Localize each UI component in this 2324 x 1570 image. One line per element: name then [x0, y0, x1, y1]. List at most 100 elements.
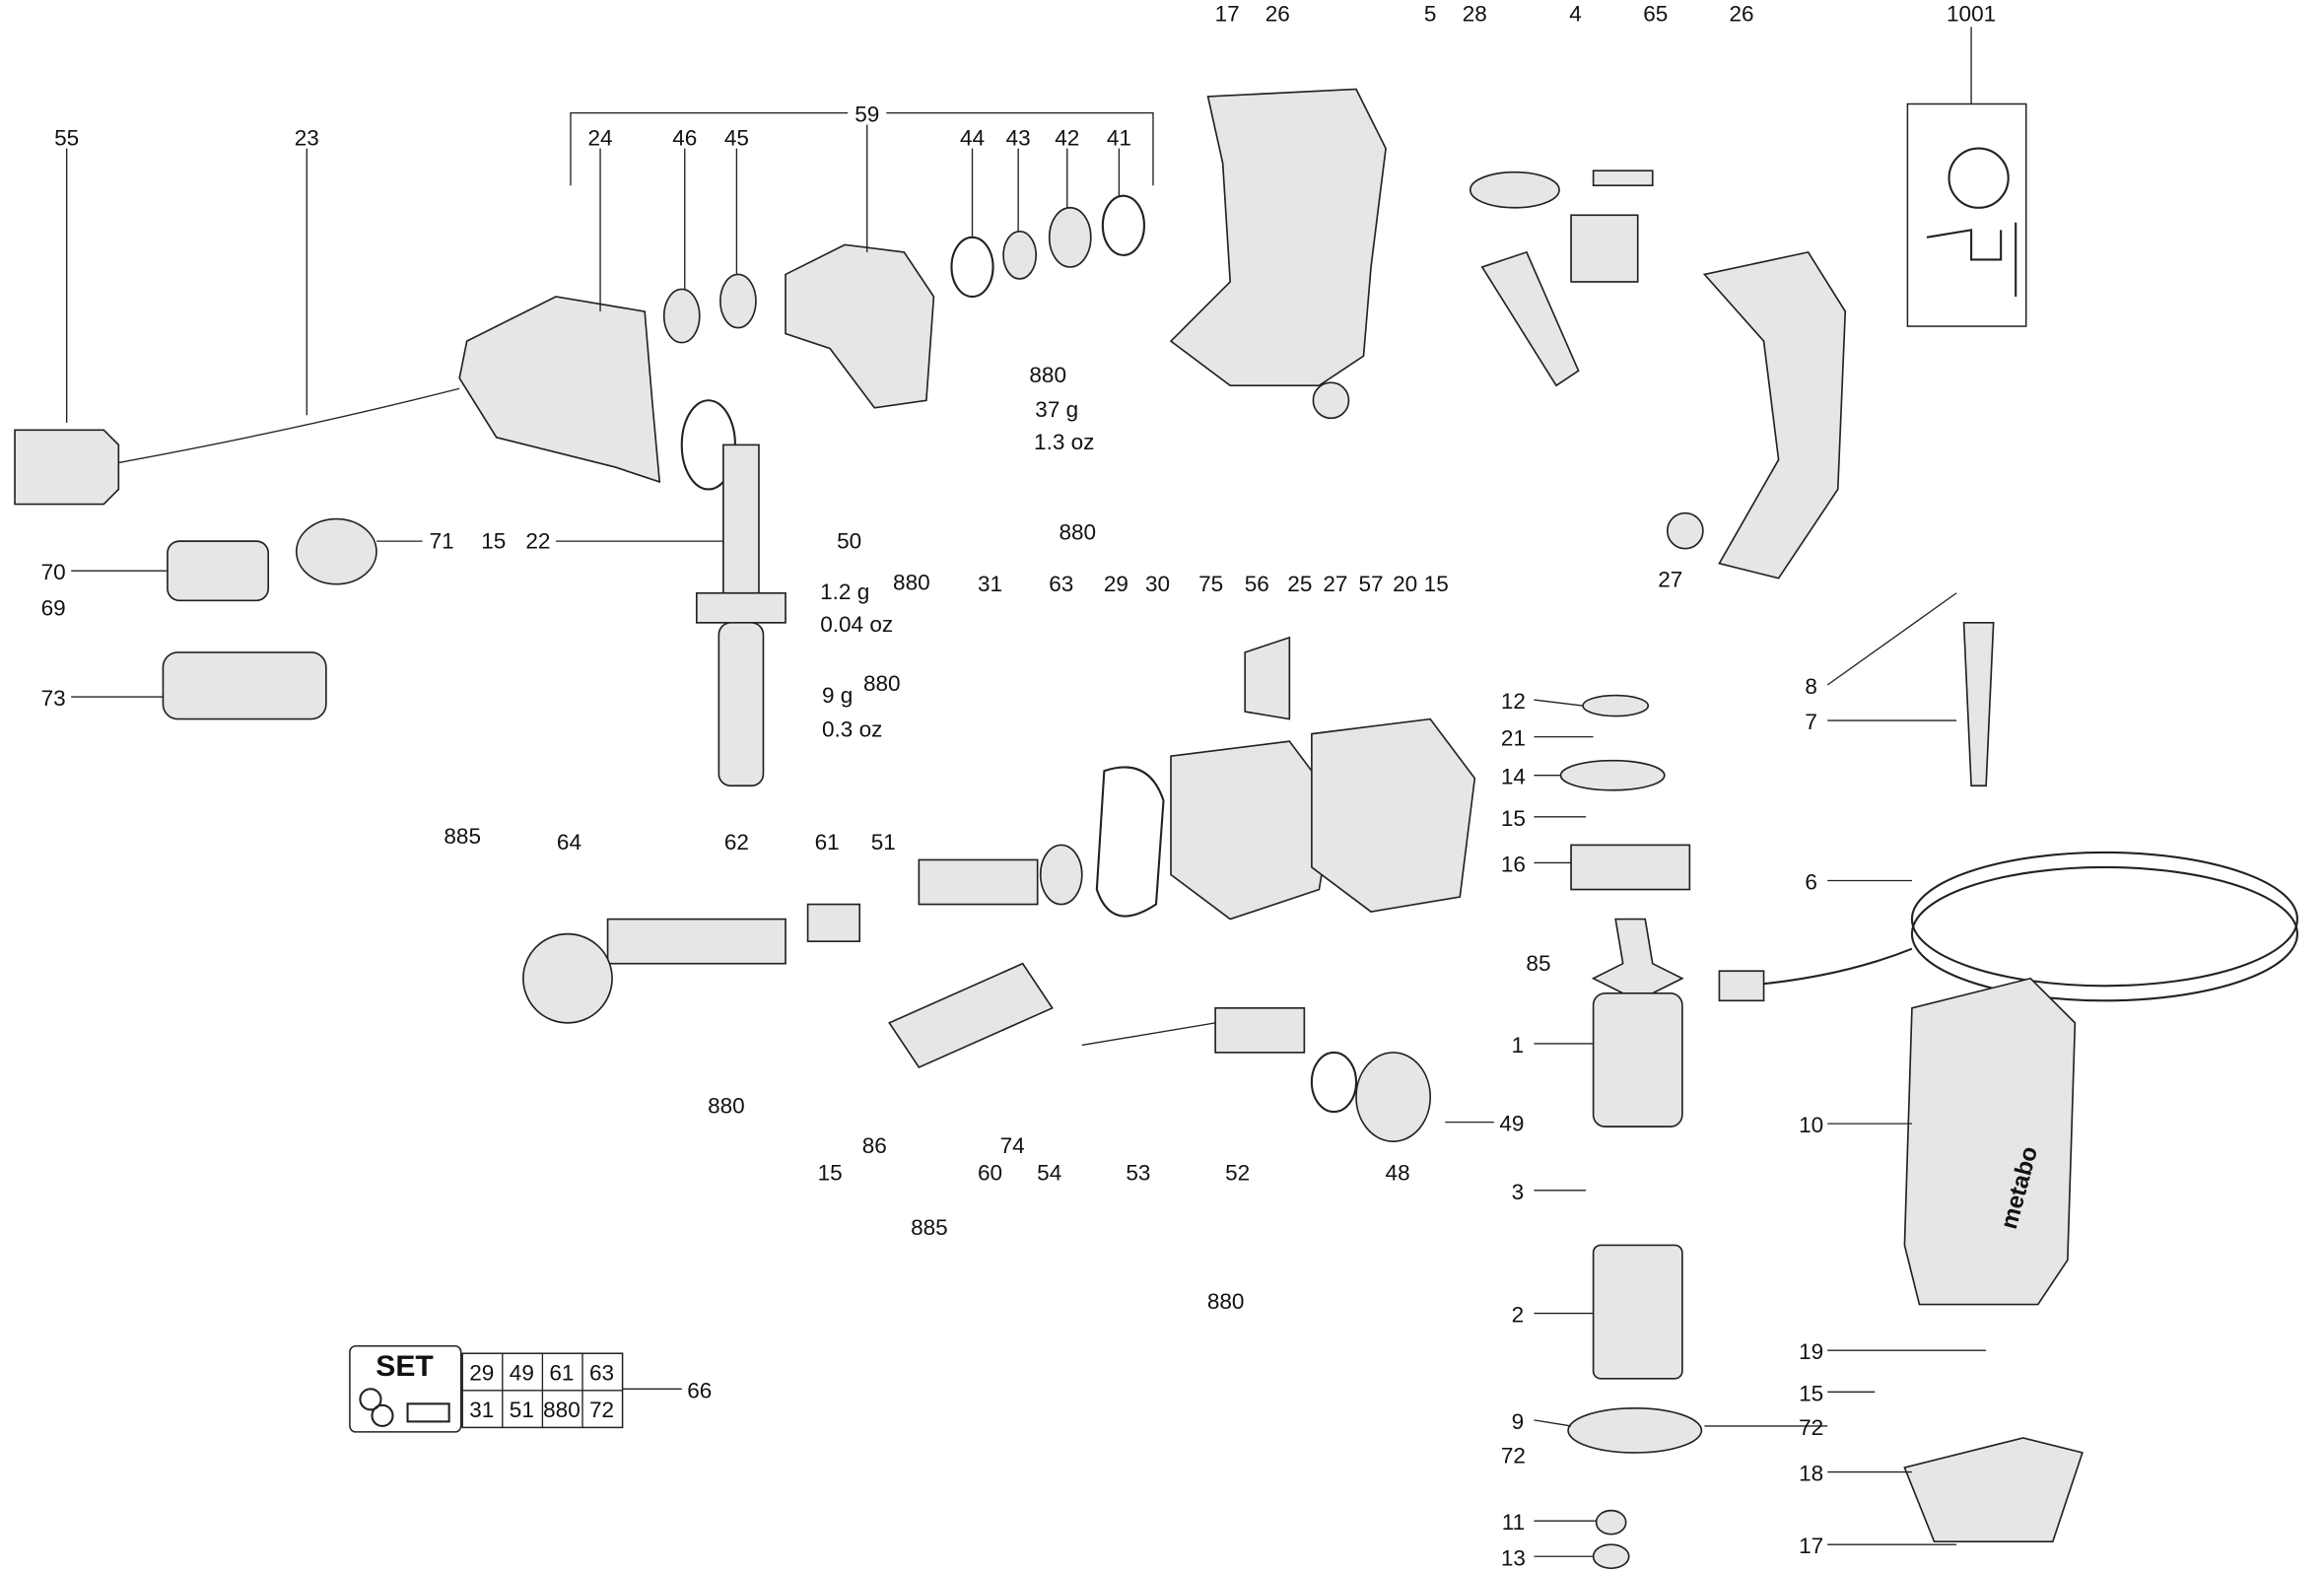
callout-label: 55 — [54, 126, 79, 151]
part-gear-64 — [522, 932, 613, 1024]
callout-label: 24 — [588, 126, 613, 151]
callout-label: 15 — [1501, 806, 1526, 831]
callout-label: 51 — [871, 830, 896, 854]
callout-label: 9 — [1512, 1409, 1525, 1434]
part-o-ring — [1310, 1051, 1358, 1114]
callout-label: 15 — [818, 1160, 843, 1185]
part-sleeve-45 — [719, 273, 757, 329]
callout-label: 69 — [41, 595, 66, 620]
callout-label: 54 — [1037, 1160, 1061, 1185]
callout-label: 7 — [1805, 710, 1817, 734]
callout-label: 880 — [708, 1094, 745, 1119]
callout-label: 23 — [295, 126, 319, 151]
callout-label: 8 — [1805, 674, 1817, 699]
callout-label: 86 — [862, 1133, 887, 1158]
part-rod-53 — [1081, 1022, 1216, 1047]
part-screw-65 — [1592, 170, 1654, 187]
callout-label: 27 — [1323, 572, 1347, 596]
callout-label: 2 — [1512, 1303, 1525, 1328]
part-adapter-71 — [295, 517, 377, 585]
callout-label: 41 — [1107, 126, 1131, 151]
callout-label: 14 — [1501, 765, 1526, 789]
callout-label: 15 — [1424, 572, 1449, 596]
callout-label: 1 — [1512, 1033, 1525, 1058]
part-plate-14 — [1559, 759, 1666, 791]
part-motor-housing-10 — [1903, 977, 2077, 1306]
callout-label: 85 — [1526, 951, 1550, 976]
callout-label: 15 — [1799, 1381, 1823, 1405]
callout-label: 26 — [1729, 1, 1753, 26]
part-side-handle-22 — [680, 399, 786, 787]
weight-label: 37 g — [1035, 397, 1078, 422]
callout-label: 18 — [1799, 1462, 1823, 1486]
callout-label: 66 — [687, 1378, 712, 1402]
part-bearing-63 — [1039, 844, 1083, 906]
part-27b — [1666, 512, 1704, 550]
callout-label: 880 — [1029, 363, 1066, 387]
part-gasket-29 — [1095, 766, 1165, 918]
callout-label: 49 — [1499, 1112, 1524, 1136]
callout-label: 29 — [1104, 572, 1128, 596]
callout-label: 885 — [911, 1215, 948, 1240]
callout-label: 6 — [1805, 870, 1817, 895]
callout-label: 43 — [1006, 126, 1031, 151]
callout-label: 60 — [978, 1160, 1002, 1185]
set-cell: 29 — [469, 1360, 494, 1385]
set-cell: 31 — [469, 1398, 494, 1422]
part-intermediate-flange-75 — [1170, 740, 1335, 921]
callout-label: 70 — [41, 560, 66, 584]
part-armature-1 — [1592, 991, 1683, 1127]
callout-label: 880 — [863, 671, 901, 696]
callout-label: 27 — [1658, 568, 1682, 592]
callout-label: 64 — [557, 830, 581, 854]
set-cell: 72 — [589, 1398, 614, 1422]
callout-label: 72 — [1799, 1415, 1823, 1440]
set-badge: SET — [376, 1350, 434, 1383]
weight-label: 9 g — [822, 683, 853, 708]
part-gear-housing-24 — [458, 296, 661, 484]
part-trigger-5 — [1480, 250, 1580, 387]
group-bracket-59 — [570, 111, 1154, 186]
callout-label: 21 — [1501, 726, 1526, 751]
part-tool-holder-59 — [785, 243, 935, 409]
part-brush-holder-9 — [1567, 1407, 1703, 1454]
callout-label: 56 — [1245, 572, 1269, 596]
part-ring-43 — [1002, 230, 1038, 280]
part-pipe-31 — [918, 858, 1039, 906]
callout-label: 20 — [1393, 572, 1417, 596]
part-switch-4 — [1570, 214, 1639, 283]
weight-label: 1.3 oz — [1034, 430, 1094, 454]
callout-label: 28 — [1463, 1, 1487, 26]
callout-label: 10 — [1799, 1113, 1823, 1137]
part-56 — [1244, 636, 1291, 720]
part-28 — [1469, 171, 1560, 209]
set-cell: 49 — [510, 1360, 534, 1385]
weight-label: 0.04 oz — [820, 612, 893, 637]
part-chuck-73 — [162, 651, 327, 720]
set-cell: 880 — [543, 1398, 581, 1422]
callout-label: 44 — [960, 126, 985, 151]
callout-label: 59 — [854, 102, 879, 127]
callout-label: 15 — [481, 529, 506, 554]
callout-label: 26 — [1265, 1, 1290, 26]
callout-label: 25 — [1287, 572, 1312, 596]
part-power-cord-6 — [1718, 851, 2298, 1002]
callout-label: 1001 — [1947, 1, 1996, 26]
callout-label: 48 — [1386, 1160, 1410, 1185]
part-cord-sleeve-7 — [1962, 622, 1995, 787]
callout-label: 885 — [444, 824, 481, 849]
part-ring-46 — [662, 288, 701, 344]
part-holder-16 — [1570, 844, 1691, 891]
part-shaft-60 — [888, 962, 1054, 1069]
callout-label: 53 — [1126, 1160, 1150, 1185]
set-cell: 63 — [589, 1360, 614, 1385]
callout-label: 42 — [1055, 126, 1079, 151]
callout-label: 17 — [1215, 1, 1240, 26]
callout-label: 880 — [1059, 520, 1096, 545]
part-field-2 — [1592, 1244, 1683, 1380]
part-spring-42 — [1048, 206, 1092, 268]
callout-label: 52 — [1225, 1160, 1250, 1185]
wiring-switch-symbol — [1948, 147, 2010, 209]
part-ring-41 — [1101, 194, 1146, 256]
